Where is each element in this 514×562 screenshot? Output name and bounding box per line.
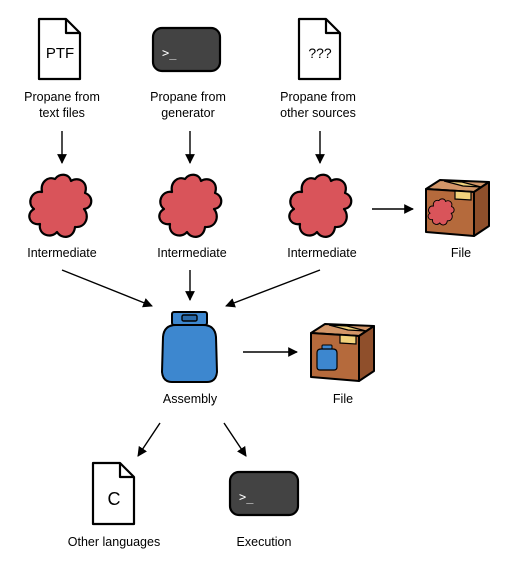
propane-tank-icon	[161, 311, 218, 383]
intermediate-label: Intermediate	[287, 246, 357, 260]
source-generator-label-line2: generator	[161, 106, 215, 120]
file-label: File	[451, 246, 471, 260]
ptf-icon-text: PTF	[46, 45, 74, 62]
source-ptf-label-line1: Propane from	[24, 90, 100, 104]
c-language-icon-text: C	[108, 489, 121, 509]
other-languages-label: Other languages	[68, 535, 160, 549]
file-label: File	[333, 392, 353, 406]
puzzle-piece-icon	[288, 173, 353, 238]
intermediate-label: Intermediate	[157, 246, 227, 260]
source-other-label-line1: Propane from	[280, 90, 356, 104]
arrow-intermediate-to-assembly	[225, 269, 321, 308]
assembly-label: Assembly	[163, 392, 218, 406]
execution-label: Execution	[237, 535, 292, 549]
package-box-icon	[310, 323, 375, 382]
document-icon	[37, 17, 82, 81]
document-icon	[91, 461, 136, 526]
terminal-prompt: >_	[239, 490, 254, 504]
terminal-icon	[228, 470, 300, 517]
source-ptf-label-line2: text files	[39, 106, 85, 120]
package-box-icon	[425, 179, 490, 237]
arrow-assembly-to-other-languages	[137, 422, 161, 457]
source-generator-label-line1: Propane from	[150, 90, 226, 104]
puzzle-piece-icon	[158, 173, 223, 238]
arrow-assembly-to-execution	[223, 422, 247, 457]
unknown-source-icon-text: ???	[308, 45, 332, 61]
arrow-intermediate-to-assembly	[61, 269, 153, 308]
intermediate-label: Intermediate	[27, 246, 97, 260]
terminal-prompt: >_	[162, 46, 177, 60]
puzzle-piece-icon	[28, 173, 93, 238]
document-icon	[297, 17, 342, 81]
source-other-label-line2: other sources	[280, 106, 356, 120]
terminal-icon	[151, 26, 222, 73]
